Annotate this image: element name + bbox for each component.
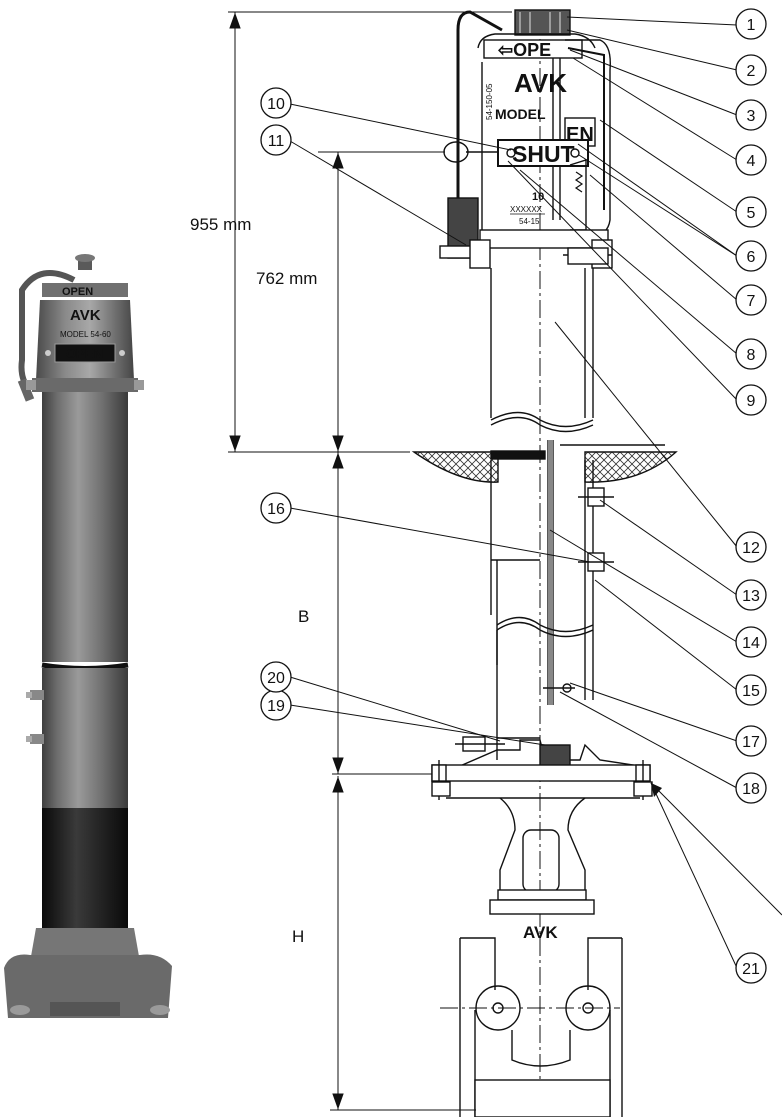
callout-11: 11 bbox=[260, 124, 292, 156]
callout-1: 1 bbox=[735, 8, 767, 40]
head-indicator-shut: SHUT bbox=[512, 141, 575, 167]
callout-18: 18 bbox=[735, 772, 767, 804]
callout-12-text: 12 bbox=[742, 540, 760, 557]
callout-4-text: 4 bbox=[747, 153, 756, 170]
photo-bolts bbox=[26, 690, 44, 744]
callout-1-text: 1 bbox=[747, 17, 756, 34]
dim-total-height: 955 mm bbox=[190, 215, 251, 234]
head-partno: 54-15 bbox=[519, 217, 540, 226]
lower-pipe bbox=[490, 440, 614, 760]
callout-20-text: 20 bbox=[267, 670, 285, 687]
photo-buried-pipe bbox=[42, 808, 128, 928]
callout-16-text: 16 bbox=[267, 501, 285, 518]
callout-13: 13 bbox=[735, 579, 767, 611]
dimension-lines bbox=[228, 11, 512, 1111]
photo-upper-pipe bbox=[42, 392, 128, 662]
callout-7: 7 bbox=[735, 284, 767, 316]
callout-14: 14 bbox=[735, 626, 767, 658]
photo-logo: AVK bbox=[70, 307, 101, 324]
head-size: 10 bbox=[532, 191, 544, 203]
callout-21: 21 bbox=[735, 952, 767, 984]
callout-6-text: 6 bbox=[747, 249, 756, 266]
callout-4: 4 bbox=[735, 144, 767, 176]
callout-17-text: 17 bbox=[742, 734, 760, 751]
callout-8: 8 bbox=[735, 338, 767, 370]
callout-3: 3 bbox=[735, 99, 767, 131]
head-open-arrow: ⇦OPE bbox=[497, 40, 551, 60]
callout-5-text: 5 bbox=[747, 205, 756, 222]
callout-15-text: 15 bbox=[742, 683, 760, 700]
photo-head: OPEN AVK MODEL 54-60 OPEN bbox=[26, 283, 144, 392]
dim-h-label: H bbox=[292, 927, 304, 946]
callout-19-text: 19 bbox=[267, 698, 285, 715]
callout-18-text: 18 bbox=[742, 781, 760, 798]
head-serial: XXXXXX bbox=[510, 205, 543, 214]
callout-10-text: 10 bbox=[267, 96, 285, 113]
hydrant-head: ⇦OPE AVK MODEL EN SHUT 10 XXXXXX 54-15 5… bbox=[439, 9, 613, 269]
callout-6: 6 bbox=[735, 240, 767, 272]
callout-21-text: 21 bbox=[742, 961, 760, 978]
callout-2: 2 bbox=[735, 54, 767, 86]
callout-17: 17 bbox=[735, 725, 767, 757]
upper-pipe bbox=[490, 268, 594, 433]
photo-window-text: OPEN bbox=[66, 346, 103, 361]
photo-indicator-window bbox=[54, 343, 116, 363]
gate-valve: AVK bbox=[440, 797, 623, 1117]
head-model: MODEL bbox=[495, 106, 546, 122]
ground-line bbox=[411, 444, 678, 483]
photo-lower-pipe bbox=[42, 668, 128, 808]
head-logo: AVK bbox=[514, 68, 567, 98]
callout-3-text: 3 bbox=[747, 108, 756, 125]
callout-8-text: 8 bbox=[747, 347, 756, 364]
bottom-flange bbox=[431, 683, 653, 800]
callout-20: 20 bbox=[260, 661, 292, 693]
head-side-no: 54-150-05 bbox=[485, 83, 494, 120]
photo-model: MODEL 54-60 bbox=[60, 330, 111, 339]
callout-2-text: 2 bbox=[747, 63, 756, 80]
dim-bury-height: 762 mm bbox=[256, 269, 317, 288]
callout-14-text: 14 bbox=[742, 635, 760, 652]
callout-9: 9 bbox=[735, 384, 767, 416]
callout-11-text: 11 bbox=[268, 133, 285, 150]
photo-base-flange bbox=[4, 928, 172, 1018]
callout-15: 15 bbox=[735, 674, 767, 706]
callout-9-text: 9 bbox=[747, 393, 756, 410]
valve-logo: AVK bbox=[523, 923, 558, 942]
callout-5: 5 bbox=[735, 196, 767, 228]
dim-b-label: B bbox=[298, 607, 309, 626]
callout-21-arrow bbox=[651, 783, 662, 797]
callout-19: 19 bbox=[260, 689, 292, 721]
callout-7-text: 7 bbox=[747, 293, 756, 310]
callout-12: 12 bbox=[735, 531, 767, 563]
callout-leaders bbox=[289, 16, 782, 969]
callout-13-text: 13 bbox=[742, 588, 760, 605]
callout-16: 16 bbox=[260, 492, 292, 524]
callout-10: 10 bbox=[260, 87, 292, 119]
photo-cap-text: OPEN bbox=[62, 286, 93, 298]
